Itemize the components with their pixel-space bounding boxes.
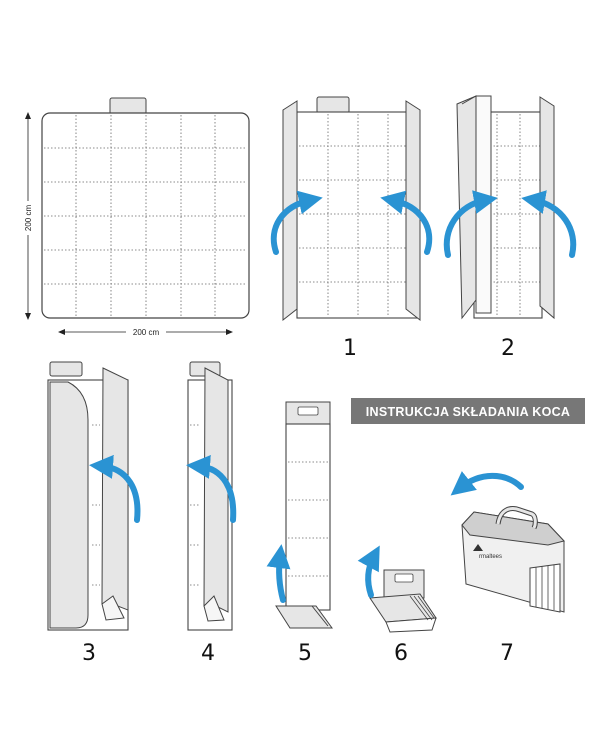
fold-arrow bbox=[450, 471, 524, 496]
step-number: 6 bbox=[394, 641, 408, 666]
step-number: 3 bbox=[82, 641, 96, 666]
step-4-figure: 4 bbox=[186, 361, 237, 666]
fold-arrow bbox=[266, 544, 291, 603]
handle-tab bbox=[394, 573, 414, 583]
quilt-grid bbox=[44, 115, 247, 316]
fold-arrow bbox=[521, 190, 577, 258]
banner-title: INSTRUKCJA SKŁADANIA KOCA bbox=[366, 405, 571, 419]
height-label: 200 cm bbox=[24, 205, 33, 232]
folding-flap bbox=[101, 367, 129, 611]
folding-flap bbox=[203, 367, 229, 613]
step-number: 2 bbox=[501, 336, 515, 361]
fold-arrow bbox=[270, 190, 323, 255]
step-number: 4 bbox=[201, 641, 215, 666]
handle-tab bbox=[297, 406, 319, 416]
handle-tab bbox=[316, 96, 350, 114]
blanket-outline bbox=[41, 112, 250, 319]
brand-logo: rmaltees bbox=[473, 544, 502, 560]
width-label: 200 cm bbox=[133, 328, 160, 337]
fold-arrow bbox=[443, 190, 498, 258]
handle-tab bbox=[49, 361, 83, 377]
step-2-figure: 2 bbox=[443, 95, 577, 361]
height-dimension: 200 cm bbox=[24, 112, 33, 320]
step-5-figure: 5 bbox=[266, 401, 333, 666]
step-7-figure: rmaltees 7 bbox=[450, 471, 565, 666]
fold-arrow bbox=[380, 190, 433, 255]
step-number: 7 bbox=[500, 641, 514, 666]
step-6-figure: 6 bbox=[357, 545, 437, 666]
fold-arrow bbox=[186, 454, 237, 523]
step-3-figure: 3 bbox=[47, 361, 141, 666]
full-blanket: 200 cm 200 cm bbox=[24, 97, 250, 337]
title-banner: INSTRUKCJA SKŁADANIA KOCA bbox=[351, 398, 585, 424]
fold-arrow bbox=[89, 454, 141, 523]
step-1-figure: 1 bbox=[270, 96, 433, 361]
step-number: 5 bbox=[298, 641, 312, 666]
handle-tab bbox=[109, 97, 147, 115]
brand-logo-text: rmaltees bbox=[479, 554, 502, 560]
fold-arrow bbox=[357, 545, 380, 598]
width-dimension: 200 cm bbox=[58, 326, 233, 337]
step-number: 1 bbox=[343, 336, 357, 361]
